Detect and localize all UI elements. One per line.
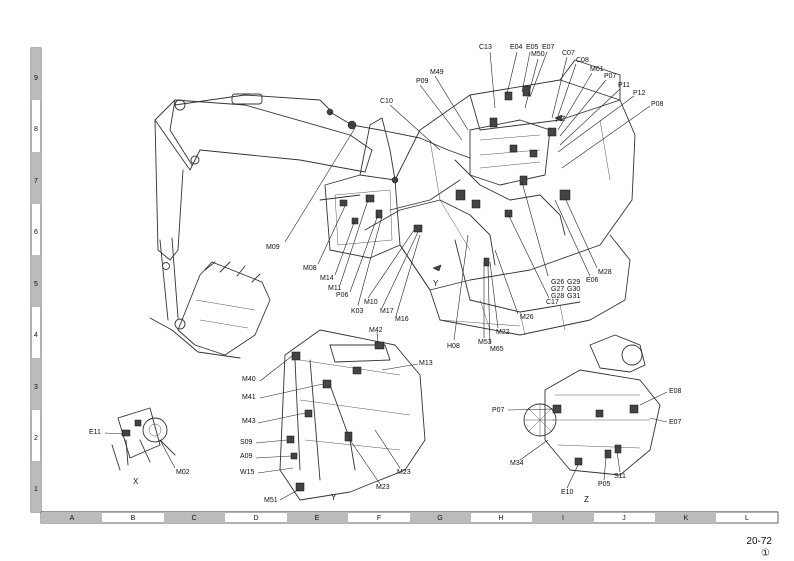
callout-M26: M26 xyxy=(520,314,534,321)
callout-M23: M23 xyxy=(376,484,390,491)
callout-K03: K03 xyxy=(351,308,364,315)
column-label: A xyxy=(70,515,75,522)
view-label-z-detail: Z xyxy=(584,495,589,504)
drawing-frame xyxy=(30,47,779,524)
callout-P11: P11 xyxy=(618,82,630,89)
callout-E11: E11 xyxy=(89,429,101,436)
callout-C07: C07 xyxy=(562,50,575,57)
callout-M17: M17 xyxy=(380,308,394,315)
callout-A09: A09 xyxy=(240,453,253,460)
column-label: E xyxy=(315,515,320,522)
row-label: 8 xyxy=(34,126,38,133)
row-label: 6 xyxy=(34,229,38,236)
view-label-y-detail: Y xyxy=(331,493,337,502)
view-label-x: X xyxy=(133,477,139,486)
row-label: 4 xyxy=(34,332,38,339)
column-label: B xyxy=(131,515,136,522)
callout-G29: G29 xyxy=(567,279,580,286)
callout-E04: E04 xyxy=(510,44,523,51)
row-label: 5 xyxy=(34,281,38,288)
column-label: L xyxy=(745,515,749,522)
column-label: I xyxy=(562,515,564,522)
callout-P07: P07 xyxy=(604,73,617,80)
callout-M16: M16 xyxy=(395,316,409,323)
callout-E07: E07 xyxy=(542,44,555,51)
callout-M11: M11 xyxy=(328,285,341,292)
callout-M43: M43 xyxy=(242,418,256,425)
callout-S09: S09 xyxy=(240,439,253,446)
row-label: 3 xyxy=(34,384,38,391)
callout-P06: P06 xyxy=(336,292,349,299)
detail-z-drawing: E08 E07 P07 M34 E10 P05 S11 Z xyxy=(492,334,682,504)
callout-M23: M23 xyxy=(397,469,411,476)
revision-mark: ① xyxy=(761,548,770,559)
callout-G30: G30 xyxy=(567,286,580,293)
excavator-drawing xyxy=(149,59,636,359)
callout-M41: M41 xyxy=(242,394,256,401)
detail-y-drawing: M42 M13 M40 M41 M43 S09 A09 W15 M51 M23 … xyxy=(240,327,433,504)
callout-G31: G31 xyxy=(567,293,580,300)
callout-E07: E07 xyxy=(669,419,682,426)
callout-M42: M42 xyxy=(369,327,383,334)
column-grid: A B C D E F G H I J K L xyxy=(41,512,749,523)
callout-M49: M49 xyxy=(430,69,444,76)
column-label: K xyxy=(684,515,689,522)
row-label: 9 xyxy=(34,75,38,82)
callout-H08: H08 xyxy=(447,343,460,350)
callout-E10: E10 xyxy=(561,489,574,496)
callout-P08: P08 xyxy=(651,101,664,108)
callout-G27: G27 xyxy=(551,286,564,293)
detail-x-drawing: E11 M02 X xyxy=(89,407,190,486)
page-number: 20-72 xyxy=(746,536,772,547)
callout-P05: P05 xyxy=(598,481,611,488)
column-label: F xyxy=(377,515,381,522)
callout-P07: P07 xyxy=(492,407,505,414)
callout-S11: S11 xyxy=(614,473,626,480)
callout-C08: C08 xyxy=(576,57,589,64)
callout-M02: M02 xyxy=(176,469,190,476)
callout-M13: M13 xyxy=(419,360,433,367)
callout-E06: E06 xyxy=(586,277,599,284)
view-label-y-main: Y xyxy=(433,279,439,288)
column-label: C xyxy=(191,515,196,522)
callout-C13: C13 xyxy=(479,44,492,51)
callout-P12: P12 xyxy=(633,90,646,97)
column-label: J xyxy=(622,515,626,522)
callout-M09: M09 xyxy=(266,244,280,251)
row-label: 7 xyxy=(34,178,38,185)
callout-C17: C17 xyxy=(546,299,559,306)
callout-M40: M40 xyxy=(242,376,256,383)
callout-G28: G28 xyxy=(551,293,564,300)
callout-W15: W15 xyxy=(240,469,255,476)
callout-P09: P09 xyxy=(416,78,429,85)
callout-M51: M51 xyxy=(264,497,278,504)
callout-C10: C10 xyxy=(380,98,393,105)
callout-M22: M22 xyxy=(496,329,510,336)
callout-M10: M10 xyxy=(364,299,378,306)
callout-M61: M61 xyxy=(590,66,604,73)
column-label: H xyxy=(498,515,503,522)
callout-E08: E08 xyxy=(669,388,682,395)
callout-M08: M08 xyxy=(303,265,317,272)
callout-E05: E05 xyxy=(526,44,539,51)
callout-M14: M14 xyxy=(320,275,334,282)
row-label: 2 xyxy=(34,435,38,442)
callout-M34: M34 xyxy=(510,460,524,467)
callout-G26: G26 xyxy=(551,279,564,286)
view-label-z-main: Z xyxy=(561,116,566,123)
callout-M53: M53 xyxy=(478,339,492,346)
column-label: D xyxy=(253,515,258,522)
main-callouts: C13 E04 E05 E07 M50 C07 C08 M61 P07 P11 … xyxy=(266,44,664,353)
callout-M28: M28 xyxy=(598,269,612,276)
main-leader-lines xyxy=(284,51,651,345)
callout-M50: M50 xyxy=(531,51,545,58)
row-grid: 9 8 7 6 5 4 3 2 1 xyxy=(31,48,41,512)
column-label: G xyxy=(437,515,442,522)
callout-M65: M65 xyxy=(490,346,504,353)
row-label: 1 xyxy=(34,486,38,493)
